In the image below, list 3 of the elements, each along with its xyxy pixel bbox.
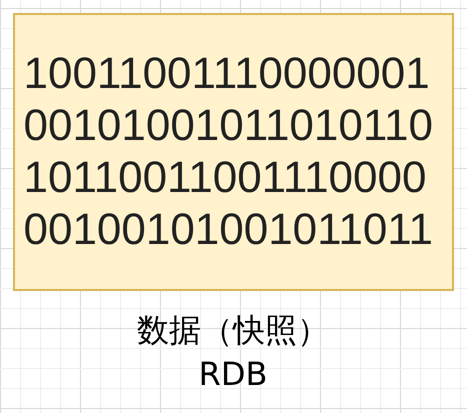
binary-text: 10011001110000001 00101001011010110 10110011001110000 00100101001011011 [24, 48, 434, 256]
node-label: 数据（快照） RDB [136, 310, 330, 395]
data-box [13, 13, 454, 291]
